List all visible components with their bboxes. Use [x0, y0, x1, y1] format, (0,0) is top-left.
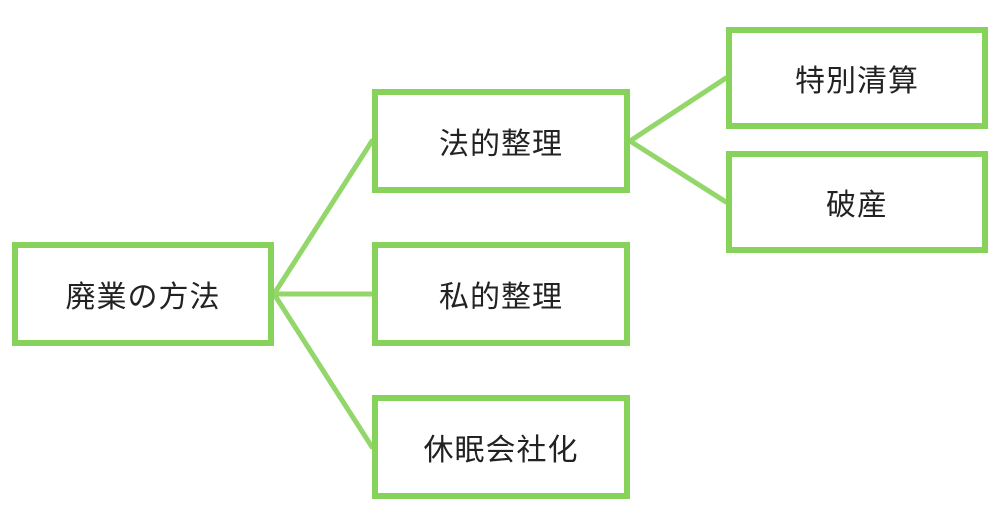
- connector-root-dormant: [271, 291, 375, 450]
- special-liquidation-node: 特別清算: [726, 27, 988, 129]
- root-node: 廃業の方法: [12, 242, 274, 346]
- special-liquidation-label: 特別清算: [795, 64, 919, 99]
- dormant-company-label: 休眠会社化: [423, 433, 579, 468]
- root-node-label: 廃業の方法: [65, 280, 221, 315]
- private-liquidation-label: 私的整理: [439, 280, 563, 315]
- bankruptcy-node: 破産: [726, 151, 988, 253]
- dormant-company-node: 休眠会社化: [372, 395, 630, 499]
- connector-legal-special: [627, 75, 729, 144]
- connector-root-legal: [271, 138, 375, 297]
- legal-liquidation-label: 法的整理: [439, 127, 563, 162]
- connector-legal-bankruptcy: [627, 138, 729, 205]
- bankruptcy-label: 破産: [826, 188, 888, 223]
- legal-liquidation-node: 法的整理: [372, 89, 630, 193]
- private-liquidation-node: 私的整理: [372, 242, 630, 346]
